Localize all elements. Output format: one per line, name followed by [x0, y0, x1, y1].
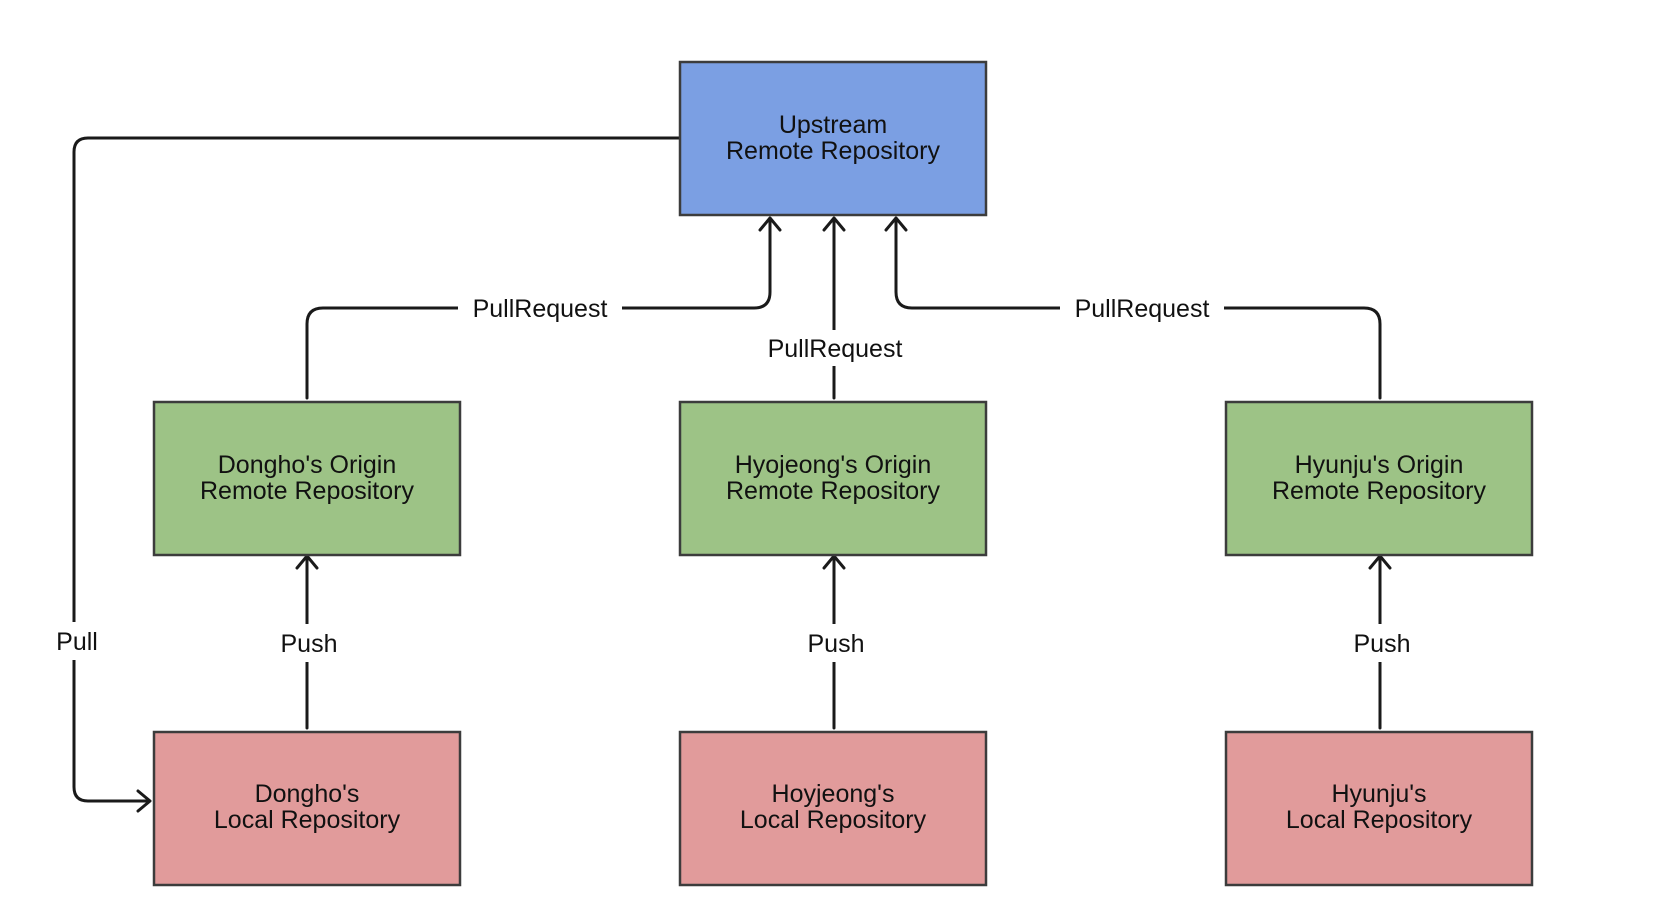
edge-label-push-dongho: Push [281, 630, 338, 658]
node-upstream-line1: Upstream [779, 111, 887, 139]
edge-label-pr-dongho: PullRequest [473, 295, 608, 323]
node-hyunju-origin-line1: Hyunju's Origin [1295, 451, 1464, 479]
edge-label-pull: Pull [56, 628, 98, 656]
edge-label-pr-hyunju: PullRequest [1075, 295, 1210, 323]
node-dongho-origin-line2: Remote Repository [200, 477, 414, 505]
node-hoyjeong-local-line2: Local Repository [740, 806, 927, 834]
edge-pr-hyojeong [822, 216, 846, 400]
node-hyunju-local: Hyunju's Local Repository [1224, 730, 1534, 887]
node-hyojeong-origin-line2: Remote Repository [726, 477, 940, 505]
node-dongho-origin: Dongho's Origin Remote Repository [152, 400, 462, 557]
node-hyojeong-origin-line1: Hyojeong's Origin [735, 451, 932, 479]
node-hyojeong-origin: Hyojeong's Origin Remote Repository [678, 400, 988, 557]
node-dongho-local-line1: Dongho's [255, 780, 360, 808]
edge-pull [72, 136, 682, 813]
node-dongho-origin-line1: Dongho's Origin [218, 451, 396, 479]
edge-label-push-hyojeong: Push [808, 630, 865, 658]
node-hyunju-local-line1: Hyunju's [1331, 780, 1426, 808]
node-hoyjeong-local-line1: Hoyjeong's [772, 780, 895, 808]
node-hyunju-local-line2: Local Repository [1286, 806, 1473, 834]
edge-label-pr-hyojeong: PullRequest [768, 335, 903, 363]
node-upstream-line2: Remote Repository [726, 137, 940, 165]
edge-label-push-hyunju: Push [1354, 630, 1411, 658]
node-hyunju-origin: Hyunju's Origin Remote Repository [1224, 400, 1534, 557]
node-hoyjeong-local: Hoyjeong's Local Repository [678, 730, 988, 887]
node-hyunju-origin-line2: Remote Repository [1272, 477, 1486, 505]
node-dongho-local: Dongho's Local Repository [152, 730, 462, 887]
node-upstream: Upstream Remote Repository [678, 60, 988, 217]
node-dongho-local-line2: Local Repository [214, 806, 401, 834]
